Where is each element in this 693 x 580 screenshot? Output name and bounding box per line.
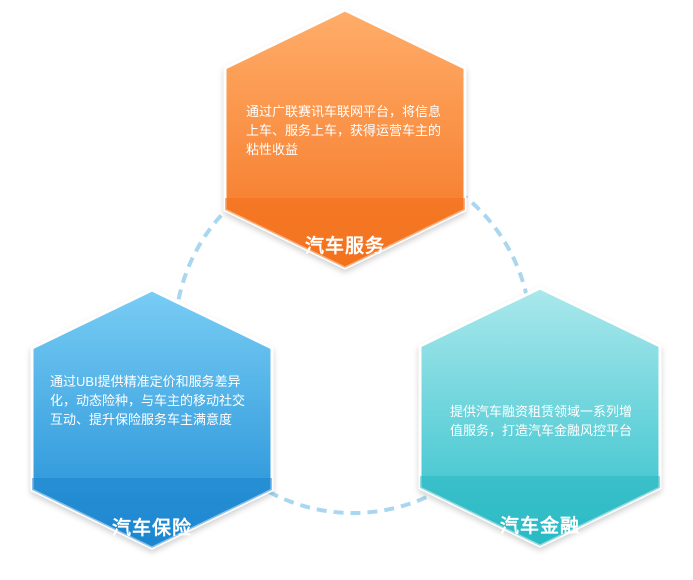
service-description: 通过广联赛讯车联网平台，将信息上车、服务上车，获得运营车主的粘性收益 (246, 104, 442, 157)
service-title: 汽车服务 (304, 236, 385, 257)
insurance-title: 汽车保险 (111, 518, 192, 539)
hexagon-finance (418, 286, 662, 548)
finance-title: 汽车金融 (499, 516, 580, 537)
finance-description: 提供汽车融资租赁领域一系列增值服务，打造汽车金融风控平台 (450, 404, 633, 438)
hexagon-insurance (30, 288, 274, 550)
insurance-description: 通过UBI提供精准定价和服务差异化，动态险种，与车主的移动社交互动、提升保险服务… (50, 374, 246, 427)
hexagon-service (223, 8, 467, 270)
